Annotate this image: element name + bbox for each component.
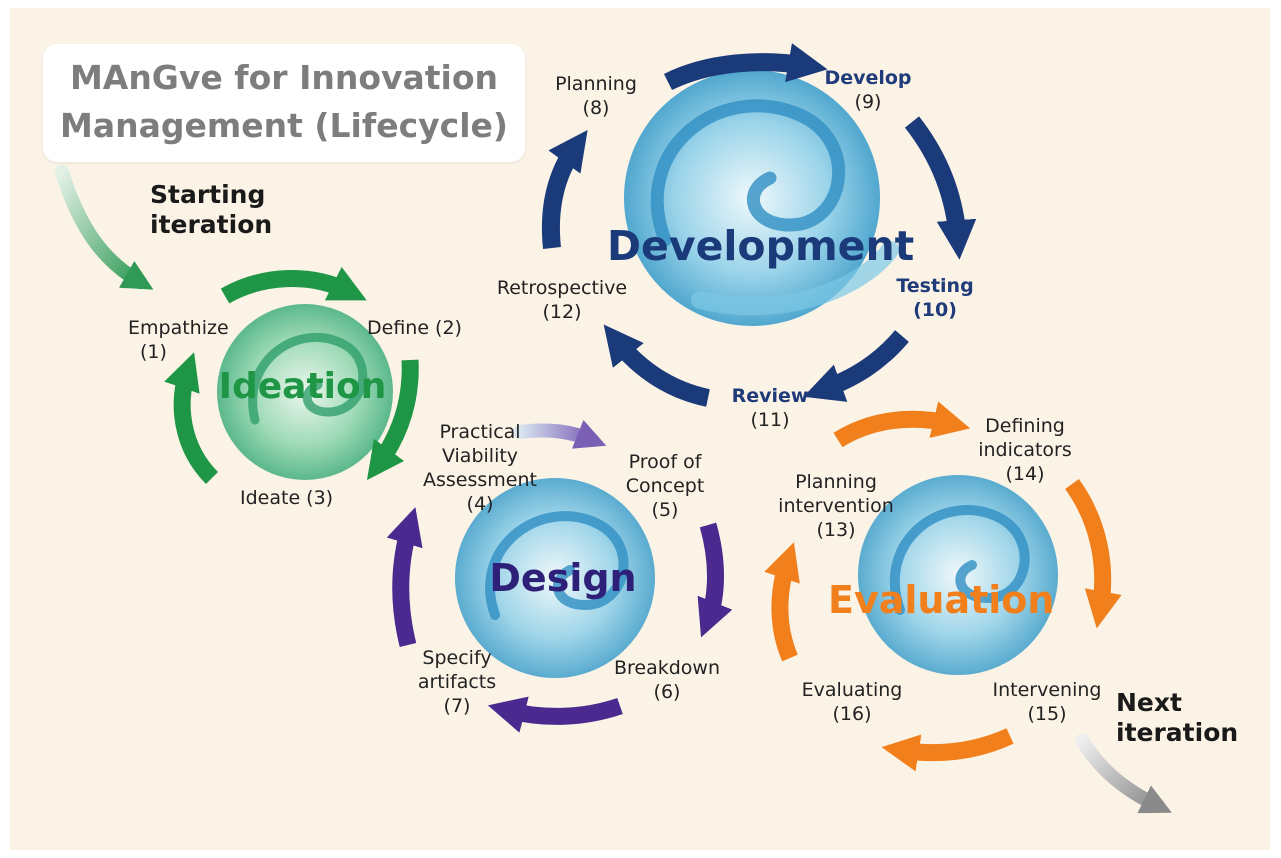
starting-iteration-arrow [55,165,154,290]
step-practical-viability-line-1: Practical [439,421,521,443]
step-ideate-name: Ideate (3) [240,487,334,509]
development-arrow-develop-testing [904,116,977,260]
step-proof-of-concept-line-1: Proof of [628,451,702,473]
step-intervening: Intervening (15) [982,678,1112,726]
step-retrospective-number: (12) [542,301,582,323]
development-phase-title: Development [607,222,915,270]
step-define: Define (2) [367,316,462,340]
step-review: Review (11) [720,384,820,432]
evaluation-arrow-defining-intervening [1065,479,1122,629]
step-breakdown-name: Breakdown [613,657,721,679]
step-testing-name: Testing [896,275,974,297]
development-arrow-testing-review [803,330,909,402]
ideation-arrow-empathize-define [220,266,367,304]
starting-iteration-label: Starting iteration [150,180,272,240]
step-defining-indicators-line-1: Defining [985,415,1065,437]
design-arrow-poc-breakdown [697,522,733,638]
development-wave [624,70,899,326]
step-intervening-number: (15) [1027,703,1067,725]
title-line-1: MAnGve for Innovation [69,58,499,97]
step-planning-intervention: Planning intervention (13) [766,470,906,542]
step-defining-indicators-number: (14) [1005,463,1045,485]
title-line-2: Management (Lifecycle) [60,106,508,145]
step-develop-number: (9) [854,91,882,113]
step-empathize: Empathize (1) [128,316,229,364]
design-arrow-specify-pva [386,507,423,648]
ideation-arrow-define-ideate [366,359,419,481]
next-iteration-label: Next iteration [1116,688,1238,748]
step-planning-number: (8) [582,97,610,119]
design-phase-title: Design [489,556,637,600]
evaluation-wave [858,475,1058,675]
ideation-cycle-arrows [164,266,419,485]
next-iteration-line-1: Next [1116,688,1182,717]
step-testing-number: (10) [913,299,957,321]
title-card: MAnGve for Innovation Management (Lifecy… [43,44,525,162]
step-define-name: Define (2) [367,317,462,339]
step-practical-viability-line-3: Assessment [423,469,537,491]
design-cycle-arrows [386,507,733,733]
step-empathize-number: (1) [140,341,167,363]
step-review-number: (11) [750,409,790,431]
step-specify-artifacts-line-2: artifacts [417,671,497,693]
step-planning-intervention-line-2: intervention [778,495,894,517]
step-ideate: Ideate (3) [240,486,333,510]
starting-iteration-line-2: iteration [150,210,273,239]
step-specify-artifacts-number: (7) [443,695,471,717]
step-defining-indicators-line-2: indicators [978,439,1072,461]
step-breakdown-number: (6) [653,681,681,703]
step-testing: Testing (10) [885,274,985,322]
design-arrow-breakdown-specify [487,696,623,733]
development-arrow-planning-develop [663,43,828,91]
development-cycle-arrows [541,43,977,407]
next-iteration-line-2: iteration [1116,718,1239,747]
step-practical-viability-number: (4) [466,493,494,515]
step-defining-indicators: Defining indicators (14) [960,414,1090,486]
step-planning-intervention-number: (13) [816,519,856,541]
step-retrospective-name: Retrospective [496,277,628,299]
ideation-arrow-ideate-empathize [164,352,219,485]
design-wave [455,478,655,678]
step-review-name: Review [731,385,809,407]
next-iteration-arrow [1075,733,1172,814]
evaluation-cycle-arrows [764,401,1122,772]
step-develop-name: Develop [824,67,912,89]
evaluation-arrow-evaluating-planning [764,542,800,662]
step-develop: Develop (9) [818,66,918,114]
step-evaluating-name: Evaluating [801,679,903,701]
step-retrospective: Retrospective (12) [492,276,632,324]
starting-iteration-line-1: Starting [150,180,266,209]
step-practical-viability: Practical Viability Assessment (4) [410,420,550,516]
step-proof-of-concept: Proof of Concept (5) [605,450,725,522]
ideation-wave [217,304,393,480]
step-planning: Planning (8) [546,72,646,120]
evaluation-phase-title: Evaluation [828,578,1055,622]
step-specify-artifacts: Specify artifacts (7) [402,646,512,718]
step-breakdown: Breakdown (6) [602,656,732,704]
step-empathize-name: Empathize [128,317,229,339]
evaluation-arrow-planning-defining [833,401,971,448]
step-evaluating-number: (16) [832,703,872,725]
step-planning-name: Planning [555,73,637,95]
step-specify-artifacts-line-1: Specify [422,647,492,669]
ideation-to-design-arrow [513,419,607,449]
ideation-phase-title: Ideation [218,366,387,407]
step-intervening-name: Intervening [992,679,1102,701]
step-practical-viability-line-2: Viability [441,445,519,467]
step-proof-of-concept-number: (5) [651,499,679,521]
step-planning-intervention-line-1: Planning [795,471,877,493]
step-proof-of-concept-line-2: Concept [625,475,705,497]
development-arrow-retro-planning [541,129,588,249]
step-evaluating: Evaluating (16) [792,678,912,726]
evaluation-arrow-intervening-evaluating [881,728,1014,772]
development-arrow-review-retro [603,324,711,407]
